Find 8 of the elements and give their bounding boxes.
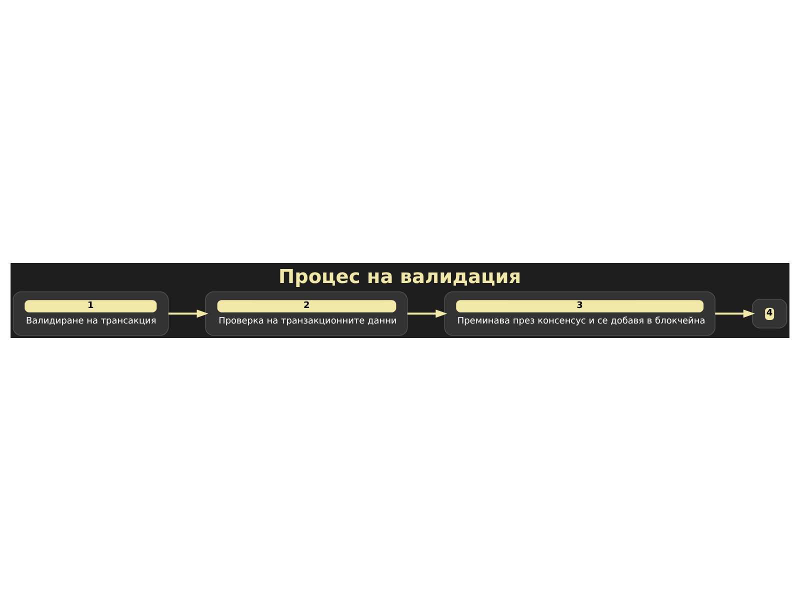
arrow <box>715 309 755 318</box>
node-box: 2 Проверка на транзакционните данни <box>205 291 408 336</box>
node-box: 1 Валидиране на трансакция <box>12 291 169 336</box>
arrow <box>407 309 448 318</box>
diagram-title: Процес на валидация <box>278 264 522 288</box>
node-box: 4 <box>752 298 788 328</box>
arrow <box>168 309 208 318</box>
node-box: 3 Преминава през консенсус и се добавя в блокчейна <box>444 291 716 336</box>
